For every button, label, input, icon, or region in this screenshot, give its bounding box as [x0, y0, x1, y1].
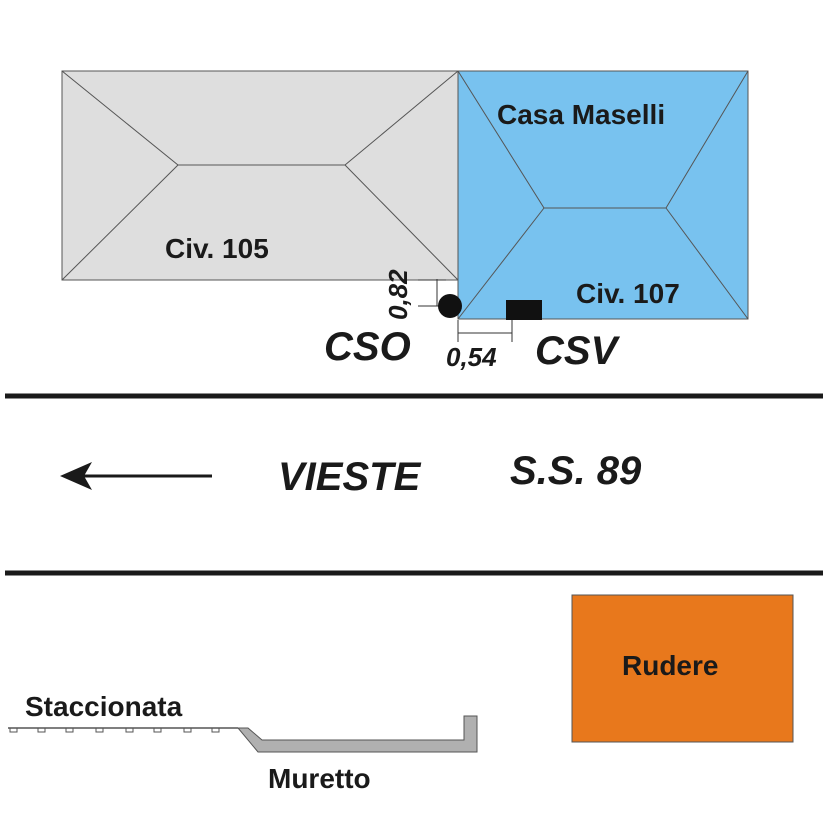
label-vieste: VIESTE: [278, 455, 422, 499]
dimension-lines: 0,82 0,54: [383, 269, 513, 372]
cso-marker: [438, 294, 462, 318]
label-casa-maselli: Casa Maselli: [497, 99, 665, 130]
label-cso: CSO: [324, 325, 411, 369]
label-rudere: Rudere: [622, 650, 718, 681]
rudere-outline: [571, 594, 794, 743]
arrow-left-icon: [60, 462, 212, 490]
roof-lines-civ-105-bottom-right: [344, 164, 459, 281]
building-casa-maselli-outline: [457, 70, 749, 320]
building-civ-105: Civ. 105: [61, 70, 459, 281]
csv-marker: [506, 300, 542, 320]
label-dim-vertical: 0,82: [383, 269, 413, 320]
label-csv: CSV: [535, 329, 621, 373]
label-muretto: Muretto: [268, 763, 371, 794]
label-civ-107: Civ. 107: [576, 278, 680, 309]
building-casa-maselli: Casa Maselli Civ. 107: [457, 70, 749, 320]
building-rudere: Rudere: [571, 594, 794, 743]
roof-lines-civ-105-bottom: [61, 164, 179, 281]
label-civ-105: Civ. 105: [165, 233, 269, 264]
label-road-name: S.S. 89: [510, 449, 642, 493]
fence-staccionata: Staccionata: [8, 691, 238, 733]
roof-lines-casa-maselli-top: [457, 70, 749, 209]
label-staccionata: Staccionata: [25, 691, 183, 722]
muretto-shape: [236, 715, 478, 753]
label-dim-horizontal: 0,54: [446, 342, 497, 372]
wall-muretto: Muretto: [236, 715, 478, 794]
roof-lines-casa-maselli-bottom-left: [457, 207, 545, 320]
roof-lines-casa-maselli-bottom-right: [665, 207, 749, 320]
building-civ-105-outline: [61, 70, 459, 281]
roof-lines-civ-105: [61, 70, 459, 166]
